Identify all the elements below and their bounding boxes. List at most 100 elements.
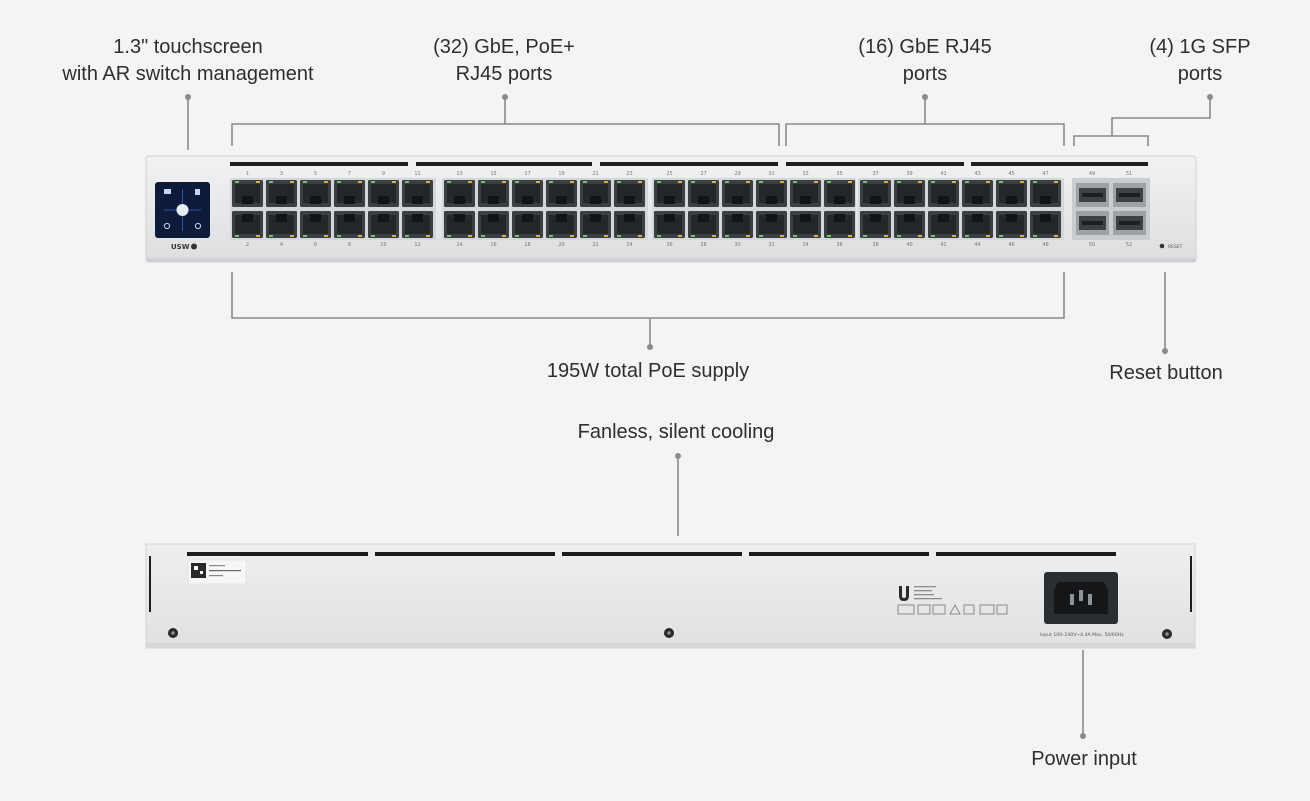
rj45-port[interactable] <box>824 180 855 207</box>
port-number-bottom: 20 <box>558 242 564 248</box>
port-led <box>952 235 956 237</box>
rj45-port[interactable] <box>962 180 993 207</box>
rj45-port[interactable] <box>756 180 787 207</box>
rj45-port[interactable] <box>334 211 365 238</box>
rj45-port[interactable] <box>478 180 509 207</box>
rj45-port[interactable] <box>860 180 891 207</box>
sfp-number-top: 49 <box>1089 171 1095 177</box>
rj45-port[interactable] <box>402 211 433 238</box>
rj45-port[interactable] <box>824 211 855 238</box>
sfp-port[interactable] <box>1113 211 1146 235</box>
port-led <box>337 235 341 237</box>
rj45-port[interactable] <box>232 211 263 238</box>
rj45-port[interactable] <box>928 180 959 207</box>
reset-button[interactable] <box>1159 243 1165 249</box>
port-led <box>712 181 716 183</box>
port-number-top: 45 <box>1008 171 1014 177</box>
rj45-port[interactable] <box>962 211 993 238</box>
rj45-port[interactable] <box>402 180 433 207</box>
poe-ports-callout-line-1: (32) GbE, PoE+ <box>433 36 575 58</box>
rj45-port[interactable] <box>444 211 475 238</box>
rj45-port[interactable] <box>688 211 719 238</box>
port-led <box>814 235 818 237</box>
rj45-port[interactable] <box>860 211 891 238</box>
rj45-port[interactable] <box>546 211 577 238</box>
port-led <box>678 235 682 237</box>
vent-slot-4 <box>749 552 929 556</box>
rj45-port[interactable] <box>232 180 263 207</box>
rj45-port[interactable] <box>928 211 959 238</box>
brand-plus-icon <box>191 243 197 250</box>
sfp-port[interactable] <box>1076 211 1109 235</box>
reset-callout: Reset button <box>1109 362 1223 384</box>
rj45-port[interactable] <box>512 180 543 207</box>
sfp-port[interactable] <box>1113 183 1146 207</box>
rj45-port[interactable] <box>334 180 365 207</box>
port-led <box>848 181 852 183</box>
rj45-port[interactable] <box>722 180 753 207</box>
sfp-port[interactable] <box>1076 183 1109 207</box>
rj45-port[interactable] <box>368 180 399 207</box>
rj45-port[interactable] <box>996 180 1027 207</box>
port-led <box>256 181 260 183</box>
rj45-port[interactable] <box>614 180 645 207</box>
port-led <box>952 181 956 183</box>
rj45-port[interactable] <box>1030 180 1061 207</box>
regulatory-markings <box>897 586 1008 615</box>
rj45-port[interactable] <box>300 211 331 238</box>
rj45-port[interactable] <box>300 180 331 207</box>
rj45-port[interactable] <box>614 211 645 238</box>
rear-screws <box>168 628 1172 639</box>
port-led <box>897 181 901 183</box>
rj45-port[interactable] <box>654 180 685 207</box>
rj45-port[interactable] <box>894 180 925 207</box>
rj45-port[interactable] <box>996 211 1027 238</box>
rj45-port[interactable] <box>546 180 577 207</box>
serial-sticker <box>187 559 247 585</box>
rj45-port[interactable] <box>688 180 719 207</box>
port-number-top: 7 <box>348 171 351 177</box>
poe-ports-leader-dot <box>502 94 508 100</box>
port-number-top: 31 <box>768 171 774 177</box>
touchscreen-callout-line-1: 1.3" touchscreen <box>113 36 263 58</box>
port-number-bottom: 28 <box>700 242 706 248</box>
port-number-top: 39 <box>906 171 912 177</box>
rj45-port[interactable] <box>444 180 475 207</box>
rj45-port[interactable] <box>580 211 611 238</box>
port-led <box>863 181 867 183</box>
port-led <box>324 235 328 237</box>
rj45-port[interactable] <box>756 211 787 238</box>
rj45-port[interactable] <box>478 211 509 238</box>
port-led <box>617 181 621 183</box>
port-led <box>337 181 341 183</box>
rj45-port[interactable] <box>266 180 297 207</box>
rj45-port[interactable] <box>266 211 297 238</box>
rj45-port[interactable] <box>368 211 399 238</box>
port-led <box>290 235 294 237</box>
port-led <box>965 235 969 237</box>
rj45-port[interactable] <box>722 211 753 238</box>
port-number-top: 27 <box>700 171 706 177</box>
power-socket[interactable] <box>1044 572 1118 624</box>
port-led <box>759 235 763 237</box>
touchscreen-leader-dot <box>185 94 191 100</box>
sfp-number-top: 51 <box>1126 171 1132 177</box>
rj45-port[interactable] <box>894 211 925 238</box>
port-led <box>999 235 1003 237</box>
port-led <box>235 235 239 237</box>
port-led <box>549 181 553 183</box>
port-led <box>290 181 294 183</box>
touchscreen-display[interactable] <box>155 182 210 238</box>
rj45-port[interactable] <box>1030 211 1061 238</box>
port-led <box>678 181 682 183</box>
port-led <box>269 181 273 183</box>
rj45-port[interactable] <box>790 211 821 238</box>
rj45-port[interactable] <box>654 211 685 238</box>
port-led <box>725 181 729 183</box>
rj45-port[interactable] <box>790 180 821 207</box>
port-number-bottom: 10 <box>380 242 386 248</box>
port-led <box>324 181 328 183</box>
rj45-port[interactable] <box>512 211 543 238</box>
rj45-port[interactable] <box>580 180 611 207</box>
port-led <box>918 181 922 183</box>
